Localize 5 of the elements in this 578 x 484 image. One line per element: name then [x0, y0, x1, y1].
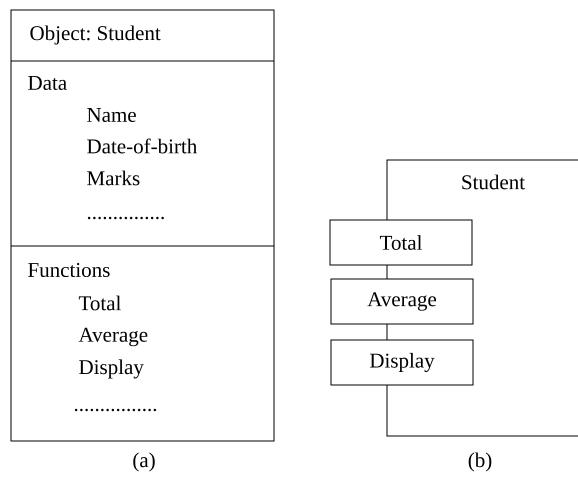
functions-section: Functions Total Average Display ................ [10, 245, 274, 442]
function-box: Display [330, 339, 474, 386]
function-box: Average [330, 278, 474, 324]
data-section: Data Name Date-of-birth Marks ............... [10, 60, 274, 246]
function-box: Total [330, 219, 472, 266]
